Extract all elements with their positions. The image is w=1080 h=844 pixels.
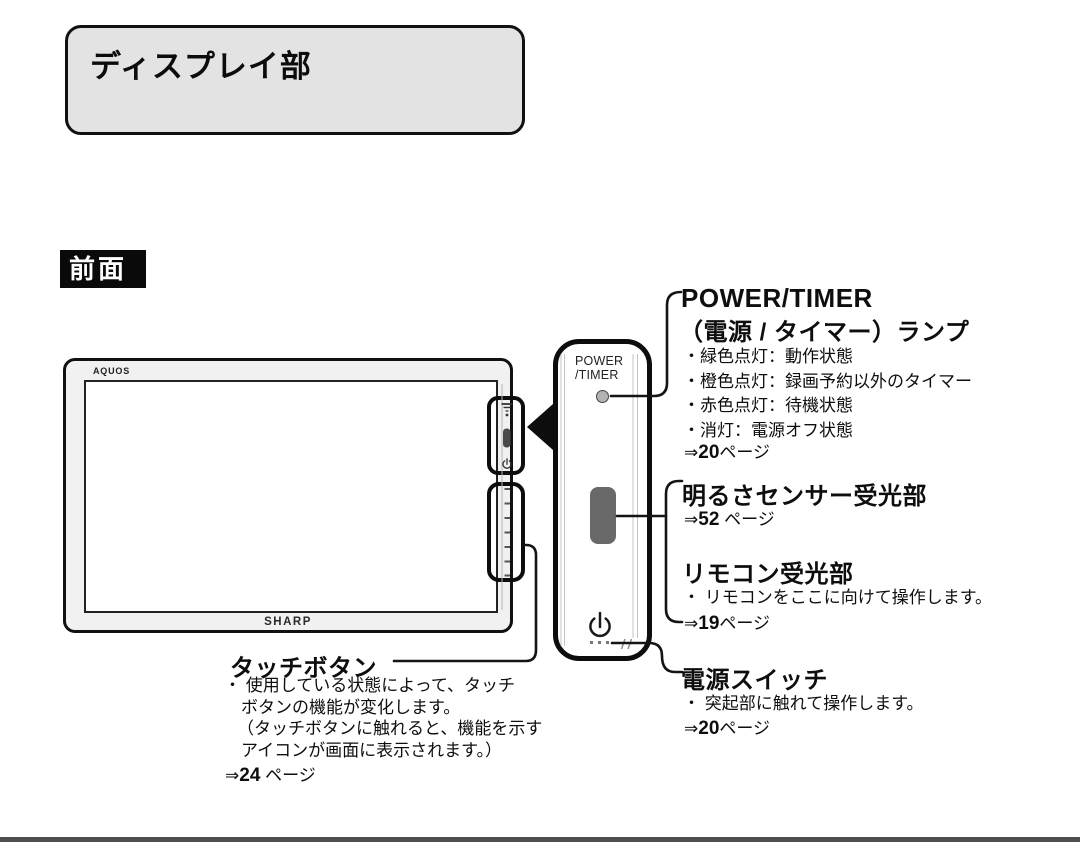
bullet-item: アイコンが画面に表示されます。） (241, 740, 502, 760)
touch-buttons-title: タッチボタン (230, 655, 377, 682)
bullet-item: ・消灯：電源オフ状態 (683, 420, 853, 440)
power-timer-bullets: ・緑色点灯：動作状態 ・橙色点灯：録画予約以外のタイマー ・赤色点灯：待機状態 … (683, 345, 972, 443)
bullet-item: ・ 使用している状態によって、タッチ (224, 676, 516, 695)
page-title: ディスプレイ部 (90, 49, 312, 84)
bullet-item: ・緑色点灯：動作状態 (683, 347, 853, 366)
page-title-box: ディスプレイ部 (65, 25, 525, 135)
touch-buttons-callout-box (487, 482, 525, 582)
tv-screen (84, 380, 498, 613)
sharp-logo: SHARP (264, 616, 312, 628)
power-timer-title-jp: （電源 / タイマー）ランプ (679, 319, 970, 346)
power-timer-panel-label: POWER /TIMER (575, 354, 624, 382)
magnify-arrow-icon (527, 404, 553, 450)
bullet-item: ボタンの機能が変化します。 (241, 697, 461, 717)
front-view-badge: 前面 (60, 250, 146, 288)
aquos-logo: AQUOS (93, 366, 131, 376)
remote-sensor-bullet: ・ リモコンをここに向けて操作します。 (683, 588, 993, 607)
remote-sensor-page-ref: ⇒19ページ (684, 613, 771, 634)
brightness-sensor-title: 明るさセンサー受光部 (682, 483, 927, 510)
power-switch-title: 電源スイッチ (681, 667, 828, 694)
touch-buttons-bullets: ・ 使用している状態によって、タッチ ボタンの機能が変化します。 （タッチボタン… (224, 675, 542, 761)
power-switch-page-ref: ⇒20ページ (684, 718, 771, 739)
bullet-item: ・橙色点灯：録画予約以外のタイマー (683, 371, 972, 391)
power-timer-title-en: POWER/TIMER (681, 283, 873, 313)
brightness-sensor-page-ref: ⇒52 ページ (684, 509, 775, 530)
touch-buttons-page-ref: ⇒24 ページ (225, 765, 316, 786)
bullet-item: （タッチボタンに触れると、機能を示す (237, 719, 543, 738)
sensor-window (590, 487, 616, 544)
remote-sensor-title: リモコン受光部 (682, 561, 854, 588)
power-timer-page-ref: ⇒20ページ (684, 442, 771, 463)
callout-bracket-sensors (664, 479, 684, 624)
power-switch-bullet: ・ 突起部に触れて操作します。 (683, 694, 924, 713)
page-bottom-rule (0, 837, 1080, 842)
power-timer-led (596, 390, 609, 403)
sensor-area-callout-box (487, 396, 525, 475)
bullet-item: ・赤色点灯：待機状態 (683, 396, 853, 415)
